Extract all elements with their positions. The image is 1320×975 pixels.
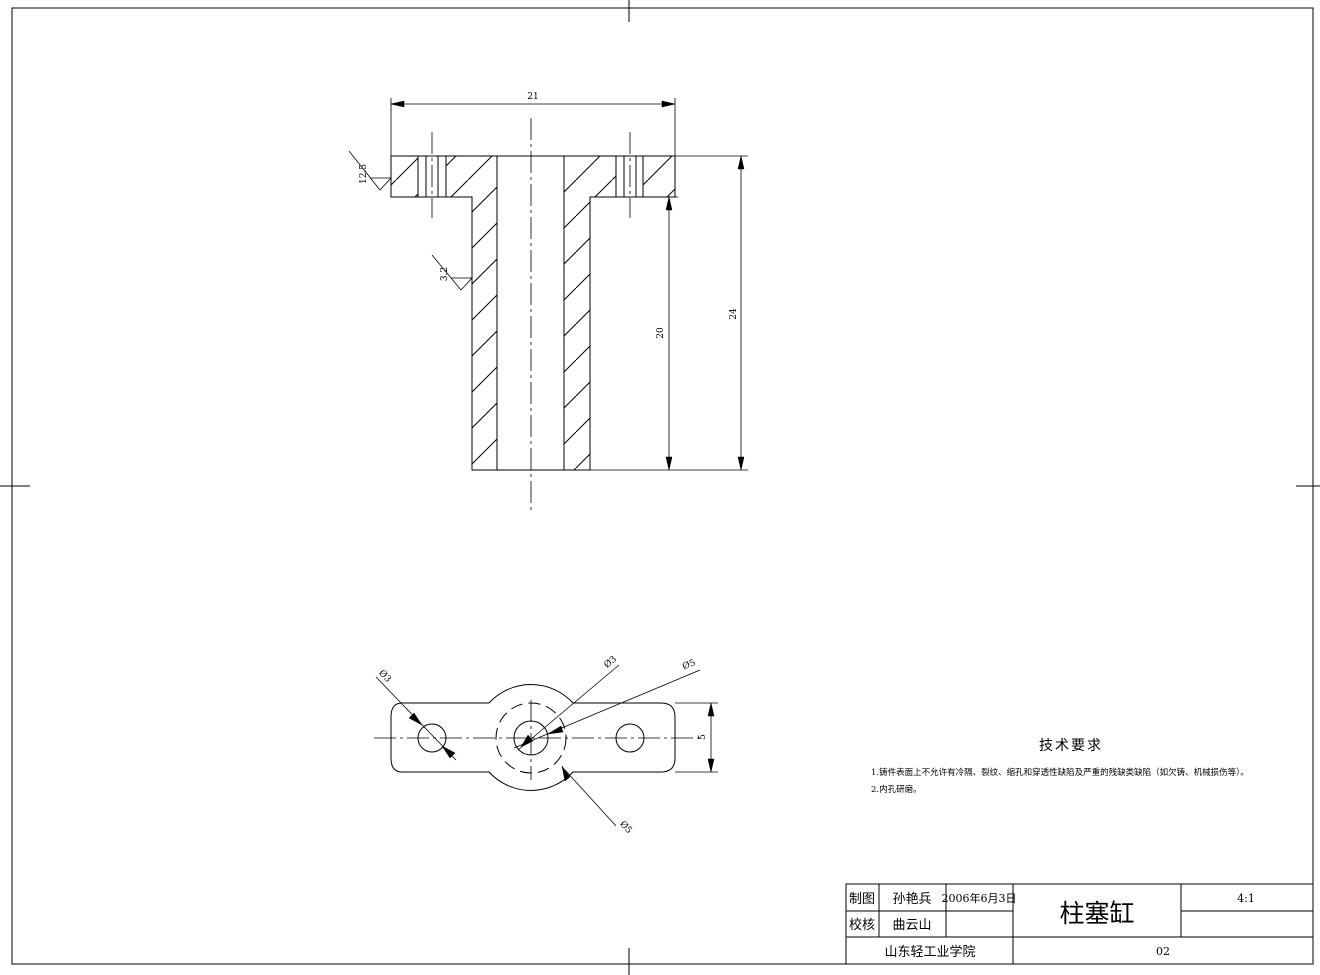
checked-label: 校核 xyxy=(849,917,875,933)
arrow-hole-small xyxy=(408,712,423,726)
arrow-width-right xyxy=(661,100,676,108)
technical-requirements: 技术要求 1.铸件表面上不允许有冷隔、裂纹、缩孔和穿透性缺陷及严重的残缺类缺陷（… xyxy=(871,738,1249,795)
drawing-border xyxy=(11,7,1314,965)
leader-inner-dia xyxy=(517,664,620,751)
title-block-frame xyxy=(845,883,1314,965)
drawing-number: 02 xyxy=(1156,945,1170,958)
dim-total-height: 24 xyxy=(729,308,739,320)
leader-outer-dia-a xyxy=(513,669,701,749)
arrow-depth-top xyxy=(665,196,673,211)
tech-requirements-title: 技术要求 xyxy=(1039,738,1103,754)
arrow-height-top xyxy=(737,155,745,170)
dim-bore-depth: 20 xyxy=(656,327,666,339)
label-hole-small: Ø3 xyxy=(376,668,393,685)
arrow-outer-dia-b xyxy=(561,765,571,782)
label-outer-dia-a: Ø5 xyxy=(681,657,698,672)
drawing-scale: 4:1 xyxy=(1237,892,1255,905)
front-section-view: 21 24 20 12.5 3.2 xyxy=(348,92,748,510)
hatch-flange-right-edge xyxy=(643,156,675,197)
checked-by: 曲云山 xyxy=(892,918,931,933)
roughness-symbol-flange: 12.5 xyxy=(348,150,392,191)
roughness-value-wall: 3.2 xyxy=(440,267,450,281)
drawn-by: 孙艳兵 xyxy=(892,891,931,907)
leader-outer-dia-b xyxy=(564,769,617,827)
school-name: 山东轻工业学院 xyxy=(884,944,975,960)
drawn-label: 制图 xyxy=(849,892,875,907)
drawing-date: 2006年6月3日 xyxy=(942,891,1017,905)
left-outline xyxy=(390,156,497,471)
flange-outline xyxy=(390,684,676,791)
arrow-outer-dia-a xyxy=(547,725,564,735)
arrow-width-left xyxy=(390,100,405,108)
tech-requirement-1: 1.铸件表面上不允许有冷隔、裂纹、缩孔和穿透性缺陷及严重的残缺类缺陷（如欠铸、机… xyxy=(871,767,1249,778)
arrow-depth-bottom xyxy=(665,456,673,471)
flange-hole-right xyxy=(615,155,644,198)
tech-requirement-2: 2.内孔研磨。 xyxy=(871,784,922,795)
arrow-hole-small-2 xyxy=(441,745,456,759)
label-inner-dia: Ø3 xyxy=(602,653,619,670)
title-block: 制图 孙艳兵 2006年6月3日 校核 曲云山 柱塞缸 4:1 山东轻工业学院 … xyxy=(845,883,1314,965)
arrow-flange-top xyxy=(707,702,715,717)
top-view: 5 Ø3 Ø3 Ø5 Ø5 xyxy=(374,653,718,836)
roughness-symbol-wall: 3.2 xyxy=(431,254,473,291)
dim-flange-height: 5 xyxy=(698,734,708,740)
hatch-flange-left-edge xyxy=(391,156,418,197)
arrow-height-bottom xyxy=(737,456,745,471)
hatch-flange-left xyxy=(446,156,497,470)
label-outer-dia-b: Ø5 xyxy=(617,819,634,836)
arrow-flange-bottom xyxy=(707,758,715,773)
part-name: 柱塞缸 xyxy=(1059,899,1134,928)
right-outline xyxy=(391,155,676,471)
roughness-value-flange: 12.5 xyxy=(359,164,369,184)
dim-top-width: 21 xyxy=(527,92,538,102)
